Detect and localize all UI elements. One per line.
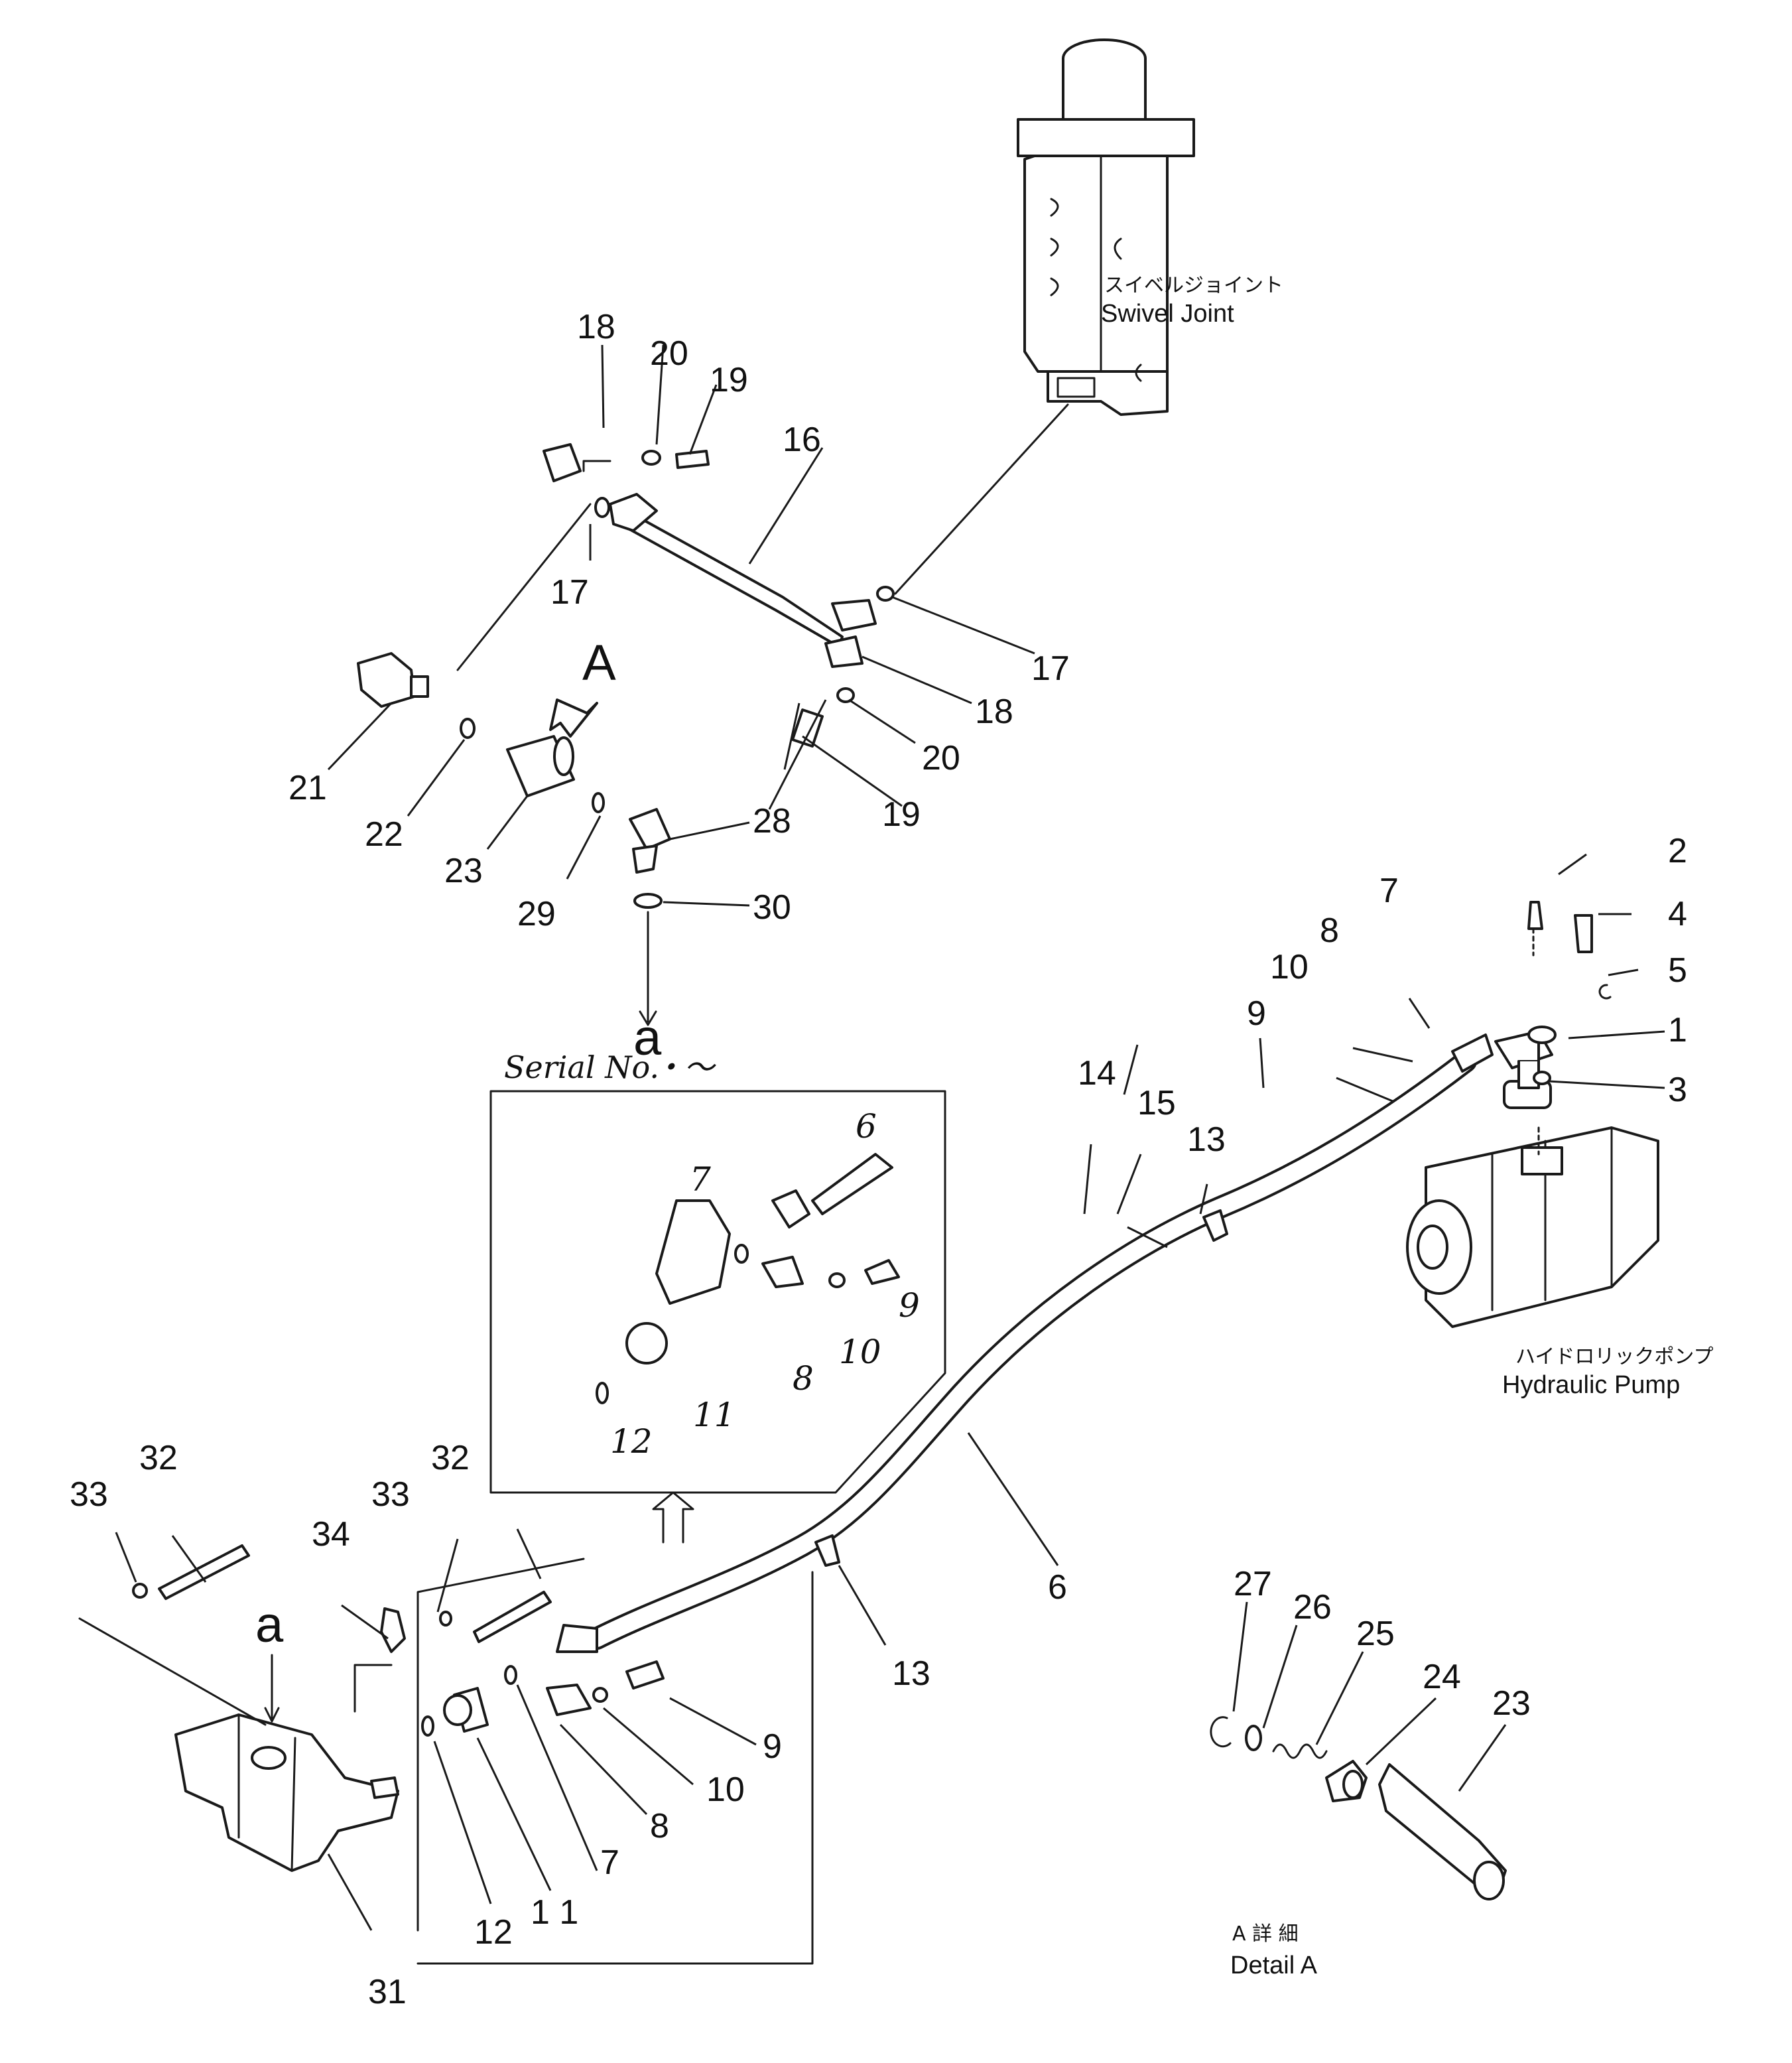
inset-part-7: 7: [690, 1160, 711, 1199]
part-label-32-left: 32: [139, 1439, 178, 1477]
part-label-27: 27: [1234, 1565, 1272, 1603]
part-label-24: 24: [1423, 1658, 1461, 1696]
lower-fittings: [132, 1544, 814, 1965]
part-label-19-lower: 19: [882, 795, 921, 834]
part-label-13-upper: 13: [1187, 1120, 1226, 1159]
part-label-9-lower: 9: [763, 1727, 782, 1766]
part-label-8-lower: 8: [650, 1807, 669, 1845]
detail-a: A 詳 細 Detail A: [1210, 1716, 1507, 1979]
part-label-14: 14: [1078, 1054, 1116, 1093]
part-label-4: 4: [1668, 895, 1687, 933]
part-label-10-lower: 10: [706, 1770, 745, 1809]
swivel-joint-label-en: Swivel Joint: [1101, 300, 1234, 328]
swivel-joint: スイベルジョイント Swivel Joint: [1017, 38, 1283, 416]
part-label-7-upper: 7: [1379, 872, 1399, 910]
block-assembly: [357, 652, 671, 1026]
inset-part-10: 10: [839, 1333, 881, 1371]
part-label-23-upper: 23: [444, 852, 483, 890]
part-label-13-lower: 13: [892, 1654, 930, 1693]
part-label-26: 26: [1293, 1588, 1332, 1627]
view-a-marker: A: [582, 635, 616, 691]
inset-part-11: 11: [693, 1396, 736, 1434]
part-label-34: 34: [312, 1515, 350, 1554]
connection-a-valve: a: [255, 1597, 284, 1653]
part-label-12: 12: [474, 1913, 513, 1952]
inset-part-9: 9: [899, 1286, 920, 1325]
part-label-19-upper: 19: [710, 361, 748, 399]
inset-serial-value: ・～: [653, 1049, 716, 1085]
part-label-33-right: 33: [371, 1475, 410, 1514]
connection-a-top: a: [633, 1010, 662, 1066]
inset-part-6: 6: [856, 1107, 877, 1146]
part-label-17-left: 17: [550, 573, 589, 612]
part-label-18-lower: 18: [975, 693, 1013, 731]
hydraulic-pump-label-en: Hydraulic Pump: [1502, 1371, 1680, 1399]
part-label-9-upper: 9: [1247, 994, 1266, 1033]
part-label-5: 5: [1668, 951, 1687, 990]
detail-a-label-jp: A 詳 細: [1232, 1922, 1299, 1946]
swivel-joint-label-jp: スイベルジョイント: [1104, 274, 1283, 297]
part-label-1: 1: [1668, 1011, 1687, 1049]
part-label-3: 3: [1668, 1071, 1687, 1109]
part-label-16: 16: [783, 421, 821, 459]
part-label-22: 22: [365, 815, 403, 854]
part-label-15: 15: [1137, 1084, 1176, 1122]
part-label-11: 1 1: [531, 1893, 578, 1932]
hose-clamp-upper: [1202, 1209, 1228, 1242]
part-label-10-upper: 10: [1270, 948, 1309, 986]
part-label-20-upper: 20: [650, 334, 688, 373]
hose-clamp-lower: [814, 1534, 840, 1567]
pump-flange-assembly: [1494, 901, 1612, 1156]
part-label-28: 28: [753, 802, 791, 840]
upper-pipe-assembly: [456, 403, 1069, 748]
part-label-23-lower: 23: [1492, 1684, 1531, 1723]
part-number-labels: 2 4 5 1 3 7 8 10 9 14 15 13 6 13 9 10 8 …: [70, 308, 1687, 2011]
part-label-17-right: 17: [1031, 649, 1070, 688]
control-valve: [78, 1617, 399, 1872]
main-hose: [556, 1033, 1494, 1653]
hydraulic-pump: ハイドロリックポンプ Hydraulic Pump: [1406, 1126, 1714, 1399]
inset-part-8: 8: [793, 1359, 814, 1398]
inset-serial-label: Serial No.: [504, 1049, 659, 1085]
part-label-21: 21: [288, 769, 327, 807]
part-label-25: 25: [1356, 1615, 1395, 1653]
leader-lines: [115, 344, 1665, 1931]
inset-part-12: 12: [610, 1422, 653, 1461]
part-label-2: 2: [1668, 832, 1687, 870]
part-label-6: 6: [1048, 1568, 1067, 1607]
serial-inset: Serial No. ・～ 6 7 9 10 8 11 12: [489, 1049, 946, 1544]
part-label-20-lower: 20: [922, 739, 960, 777]
part-label-18-upper: 18: [577, 308, 615, 346]
part-label-33-left: 33: [70, 1475, 108, 1514]
part-label-30: 30: [753, 888, 791, 927]
part-label-8-upper: 8: [1320, 911, 1339, 950]
part-label-29: 29: [517, 895, 556, 933]
hydraulic-pump-label-jp: ハイドロリックポンプ: [1515, 1345, 1714, 1368]
part-label-32-right: 32: [431, 1439, 470, 1477]
part-label-7-lower: 7: [600, 1843, 619, 1882]
part-label-31: 31: [368, 1973, 407, 2011]
detail-a-label-en: Detail A: [1230, 1952, 1318, 1979]
